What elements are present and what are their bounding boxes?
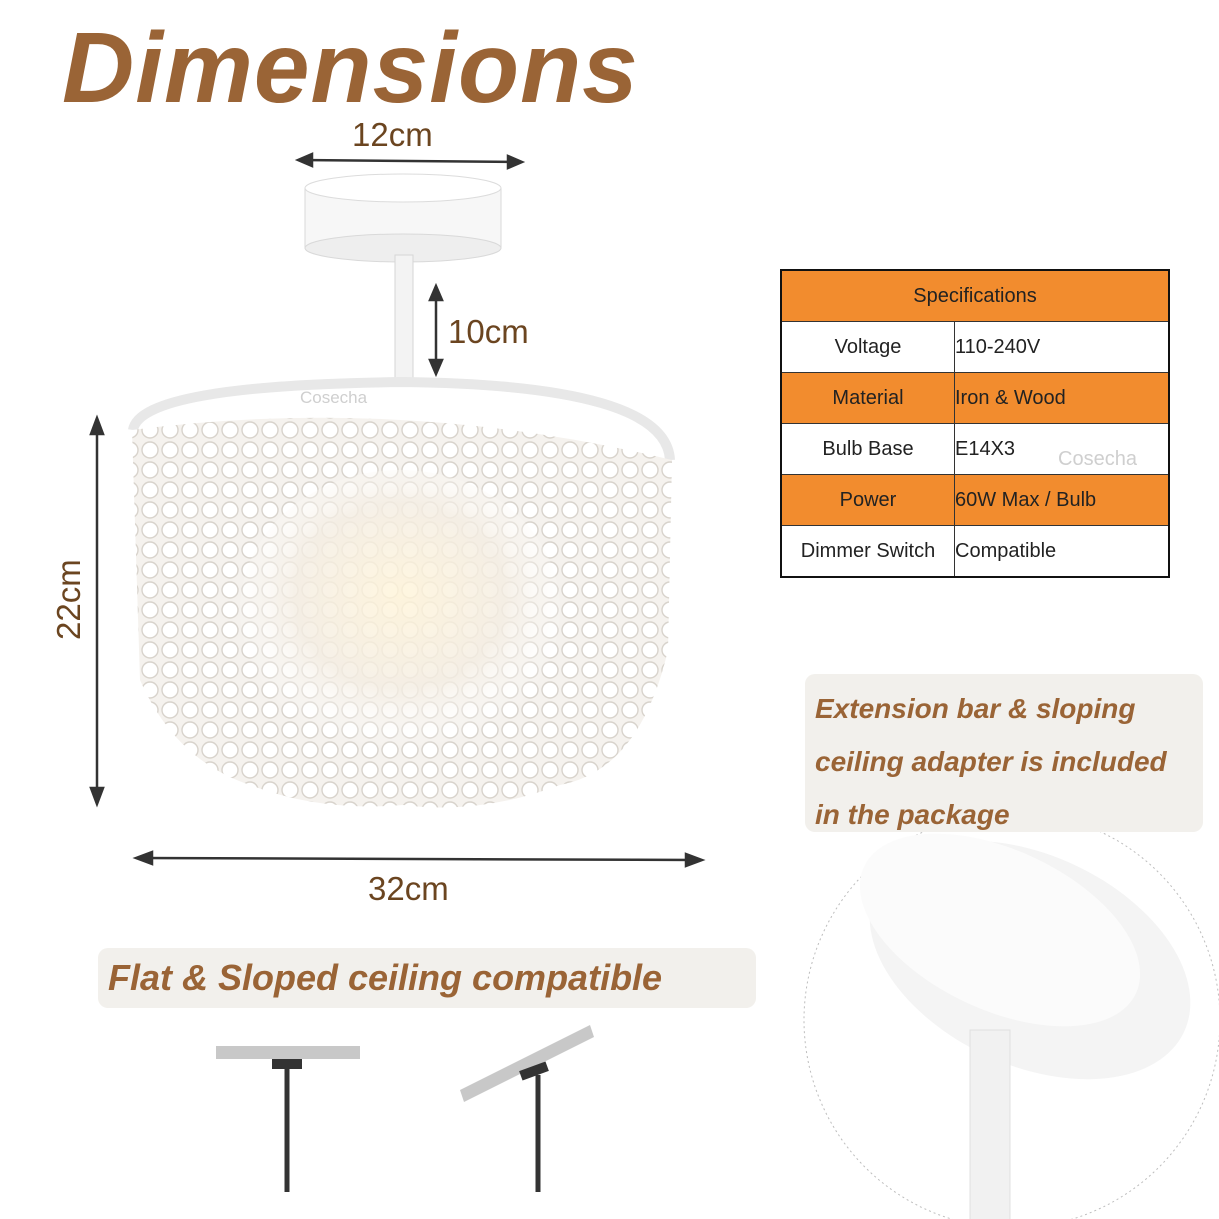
- spec-key: Power: [780, 474, 955, 526]
- watermark: Cosecha: [300, 388, 368, 407]
- spec-key: Voltage: [780, 321, 955, 373]
- spec-value: 60W Max / Bulb: [954, 474, 1170, 526]
- spec-row: Material Iron & Wood: [780, 372, 1170, 424]
- spec-key: Bulb Base: [780, 423, 955, 475]
- spec-row: Bulb Base E14X3: [780, 423, 1170, 475]
- specifications-title: Specifications: [780, 269, 1170, 322]
- spec-row: Voltage 110-240V: [780, 321, 1170, 373]
- frame-ring: [128, 376, 675, 461]
- canopy-dimension: 12cm: [352, 116, 433, 153]
- page-title: Dimensions: [62, 12, 639, 124]
- spec-row: Power 60W Max / Bulb: [780, 474, 1170, 526]
- spec-value: Iron & Wood: [954, 372, 1170, 424]
- spec-value: Compatible: [954, 525, 1170, 578]
- width-dimension: 32cm: [368, 870, 449, 907]
- spec-row: Dimmer Switch Compatible: [780, 525, 1170, 578]
- spec-value: 110-240V: [954, 321, 1170, 373]
- spec-value: E14X3: [954, 423, 1170, 475]
- dimension-arrows: [89, 152, 706, 868]
- spec-key: Dimmer Switch: [780, 525, 955, 578]
- canopy-zoom: [803, 811, 1219, 1219]
- extension-rod: [394, 254, 414, 386]
- light-glow: [240, 470, 560, 750]
- sloped-mount-diagram: [460, 1025, 594, 1192]
- specifications-table: Specifications Voltage 110-240V Material…: [780, 269, 1170, 578]
- extension-note-line: Extension bar & sloping: [815, 693, 1136, 724]
- height-dimension: 22cm: [50, 559, 87, 640]
- extension-note: Extension bar & sloping ceiling adapter …: [805, 674, 1203, 832]
- extension-note-line: in the package: [815, 799, 1010, 830]
- extension-note-line: ceiling adapter is included: [815, 746, 1167, 777]
- spec-key: Material: [780, 372, 955, 424]
- drop-dimension: 10cm: [448, 313, 529, 350]
- ceiling-compat-note: Flat & Sloped ceiling compatible: [98, 948, 756, 1008]
- flat-mount-diagram: [216, 1046, 360, 1192]
- canopy: [304, 173, 502, 263]
